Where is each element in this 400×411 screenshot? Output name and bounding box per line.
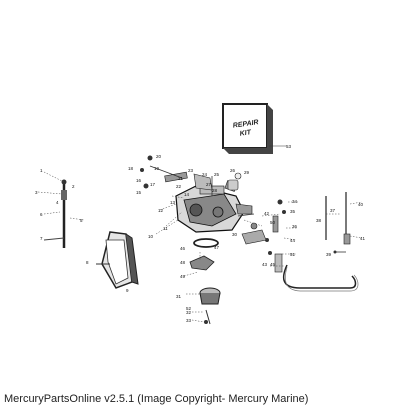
callout-45: 45 (270, 262, 276, 267)
callout-41: 41 (360, 236, 366, 241)
callout-11: 11 (163, 226, 168, 231)
callout-34: 34 (292, 199, 298, 204)
callout-9: 9 (126, 288, 129, 293)
callout-51: 51 (290, 252, 296, 257)
callout-27: 27 (206, 182, 212, 187)
callout-48: 48 (180, 260, 186, 265)
small-parts (96, 172, 258, 265)
parts-diagram: REPAIR KIT (35, 103, 366, 325)
callout-42: 42 (264, 211, 270, 216)
callout-15: 15 (136, 190, 142, 195)
callout-13: 13 (170, 200, 176, 205)
fuel-hose (282, 264, 357, 289)
carburetor-body (175, 185, 253, 233)
copyright-caption: MercuryPartsOnline v2.5.1 (Image Copyrig… (4, 393, 309, 405)
callout-1: 1 (40, 168, 43, 173)
callout-52: 52 (186, 306, 192, 311)
callout-25: 25 (214, 172, 220, 177)
callout-44: 44 (290, 238, 296, 243)
callout-19: 19 (154, 166, 160, 171)
callout-31: 31 (176, 294, 182, 299)
callout-21: 21 (178, 176, 184, 181)
callout-49: 49 (180, 274, 186, 279)
callout-37: 37 (330, 208, 336, 213)
callout-32: 32 (186, 310, 192, 315)
float-bowl-parts (189, 238, 221, 325)
callout-29: 29 (244, 170, 250, 175)
linkage-rod-left (43, 179, 67, 248)
callout-12: 12 (158, 208, 164, 213)
callout-4: 4 (56, 200, 59, 205)
callout-28: 28 (212, 188, 218, 193)
kit-label-line1: REPAIR (232, 119, 259, 130)
callout-23: 23 (188, 168, 194, 173)
callout-6: 6 (40, 212, 43, 217)
callout-7: 7 (40, 236, 43, 241)
callout-36: 36 (292, 224, 298, 229)
callout-3: 3 (35, 190, 38, 195)
repair-kit-box: REPAIR KIT (222, 103, 273, 154)
kit-label-line2: KIT (239, 129, 252, 138)
callout-labels: 1 2 3 4 5 6 7 8 9 10 11 12 13 14 15 16 1… (35, 144, 366, 323)
callout-5: 5 (80, 218, 83, 223)
callout-18: 18 (128, 166, 134, 171)
callout-14: 14 (184, 192, 190, 197)
callout-17: 17 (150, 182, 156, 187)
callout-38: 38 (316, 218, 322, 223)
callout-47: 47 (214, 245, 220, 250)
callout-10: 10 (148, 234, 154, 239)
callout-43: 43 (262, 262, 268, 267)
callout-50: 50 (270, 220, 276, 225)
callout-22: 22 (176, 184, 182, 189)
callout-24: 24 (202, 172, 208, 177)
callout-40: 40 (358, 202, 364, 207)
callout-35: 35 (290, 209, 296, 214)
callout-46: 46 (180, 246, 186, 251)
callout-16: 16 (136, 178, 142, 183)
right-hardware (237, 199, 286, 273)
callout-30: 30 (232, 232, 238, 237)
leader-lines (37, 171, 363, 323)
callout-39: 39 (326, 252, 332, 257)
callout-20: 20 (156, 154, 162, 159)
choke-rod-assembly (325, 192, 351, 254)
callout-33: 33 (186, 318, 192, 323)
callout-26: 26 (230, 168, 236, 173)
callout-53: 53 (286, 144, 292, 149)
air-silencer-box (101, 231, 139, 289)
callout-8: 8 (86, 260, 89, 265)
callout-2: 2 (72, 184, 75, 189)
